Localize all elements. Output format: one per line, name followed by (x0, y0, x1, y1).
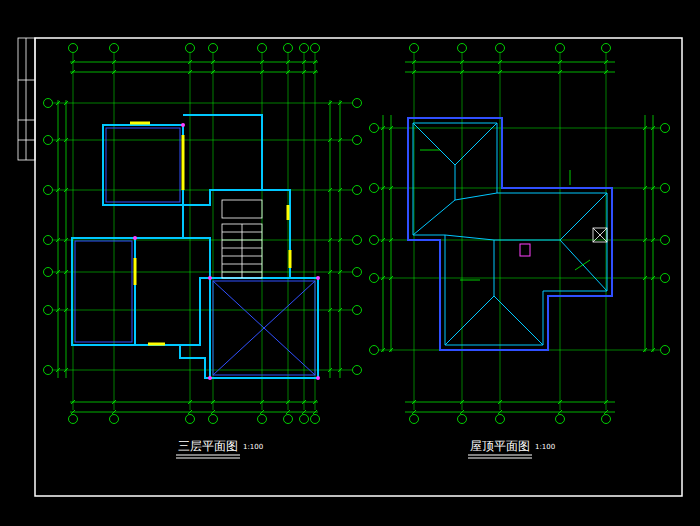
scale-note: 1:100 (243, 444, 263, 452)
wall-outline (72, 115, 318, 378)
stair (222, 200, 262, 278)
roof-ridge (413, 123, 607, 345)
inner-wall (75, 128, 315, 375)
roof-hatch (520, 228, 607, 256)
plan-title: 三层平面图 (178, 440, 238, 453)
column-dot (133, 123, 320, 380)
door-mark (130, 123, 290, 344)
title-strip (18, 38, 35, 160)
plan-title: 屋顶平面图 (470, 440, 530, 453)
slope-arrow (420, 150, 590, 280)
axis-grid (44, 44, 670, 424)
sheet-frame (35, 38, 682, 496)
title-underline (176, 455, 532, 458)
roof-outline (408, 118, 612, 350)
scale-note: 1:100 (535, 444, 555, 452)
